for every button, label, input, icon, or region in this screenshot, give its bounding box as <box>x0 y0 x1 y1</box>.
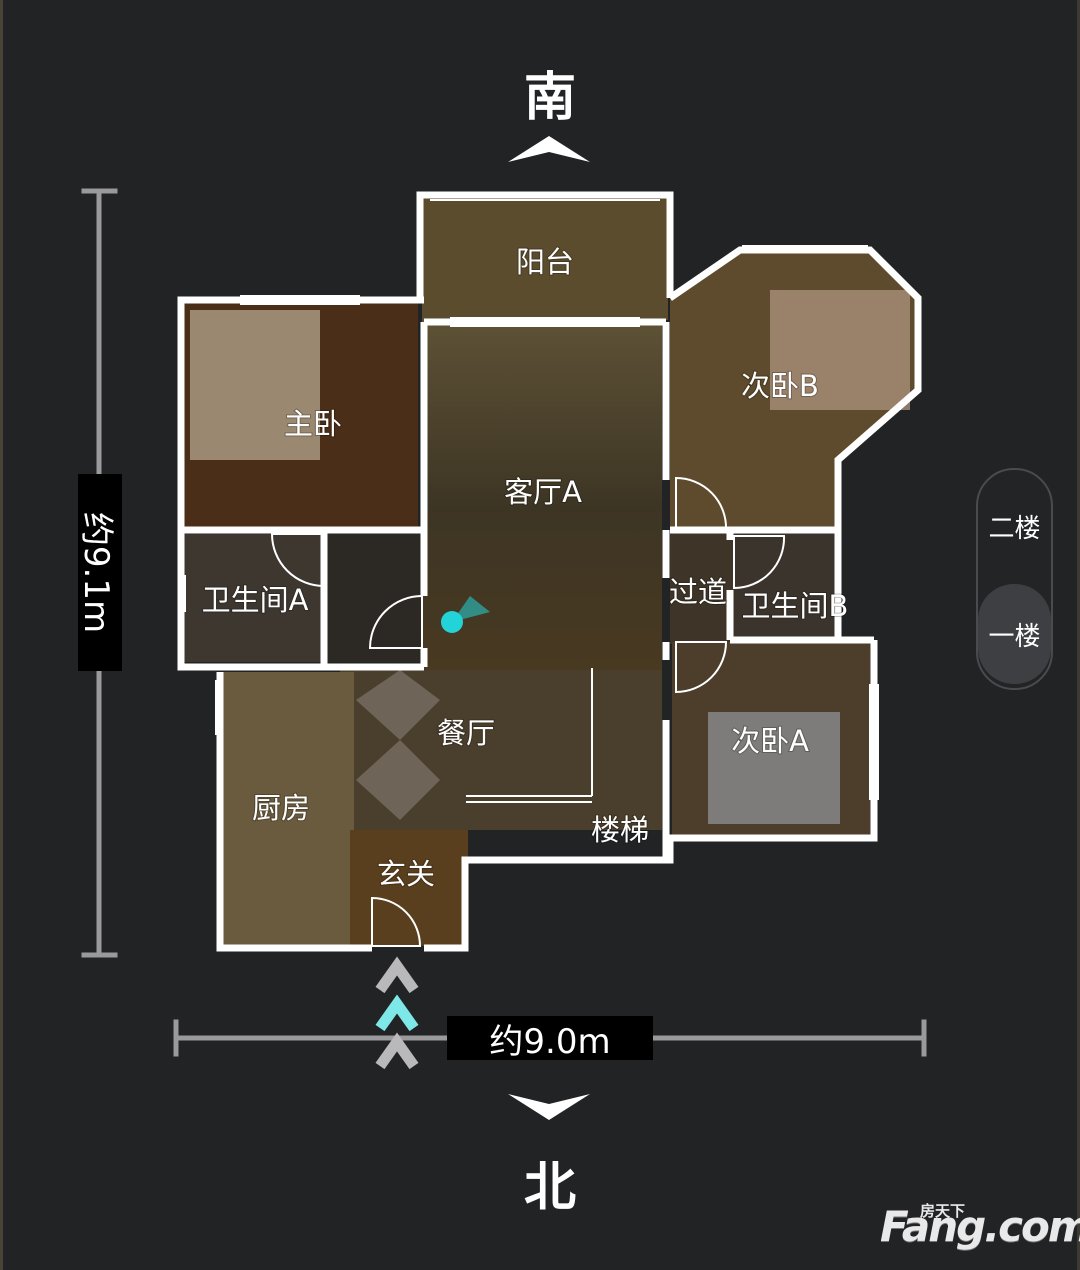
room-label-secondary-bedroom-a[interactable]: 次卧A <box>730 723 810 759</box>
fang-logo: Fang.com 房天下 <box>880 1200 1080 1260</box>
room-label-bathroom-b[interactable]: 卫生间B <box>741 588 850 624</box>
watermark-small: 房天下 <box>920 1202 966 1220</box>
bedroom-b-bed <box>770 290 910 410</box>
room-fills <box>184 198 918 946</box>
watermark-main: Fang.com <box>880 1202 1080 1251</box>
room-label-kitchen[interactable]: 厨房 <box>251 790 311 826</box>
room-label-dining-room[interactable]: 餐厅 <box>436 715 496 751</box>
height-dimension-badge: 约9.1m <box>77 474 122 671</box>
hallway-floor <box>670 532 732 644</box>
frame-edge-left <box>0 0 3 1270</box>
compass-north-label: 北 <box>523 1158 576 1218</box>
north-arrow-icon[interactable] <box>508 1092 590 1122</box>
floor-switcher: 二楼 一楼 <box>976 468 1053 690</box>
door-swings <box>270 476 786 947</box>
entrance-floor <box>350 830 468 946</box>
frame-edge-right <box>1077 0 1080 1270</box>
entry-chevrons-icon[interactable] <box>375 956 419 1070</box>
bedroom-a-bed <box>708 712 840 824</box>
south-arrow-icon[interactable] <box>508 134 590 164</box>
compass-south-label: 南 <box>523 68 576 128</box>
room-label-living-room-a[interactable]: 客厅A <box>503 474 583 510</box>
location-marker-icon[interactable] <box>441 596 490 633</box>
room-label-secondary-bedroom-b[interactable]: 次卧B <box>740 368 820 404</box>
master-bed <box>190 310 320 460</box>
room-label-stairs[interactable]: 楼梯 <box>590 812 650 848</box>
room-label-bathroom-a[interactable]: 卫生间A <box>201 582 310 618</box>
windows <box>184 199 879 803</box>
bathroom-a-floor <box>184 534 324 662</box>
living-room-floor <box>422 318 662 698</box>
kitchen-floor <box>222 672 354 946</box>
room-label-master-bedroom[interactable]: 主卧 <box>283 406 343 442</box>
dining-tile-2 <box>356 740 440 820</box>
room-label-entrance[interactable]: 玄关 <box>376 856 436 892</box>
floor-button-first[interactable]: 一楼 <box>978 584 1051 684</box>
width-dimension-label: 约9.0m <box>447 1016 653 1062</box>
balcony-floor <box>422 198 668 320</box>
walls <box>177 191 922 952</box>
floor-button-second[interactable]: 二楼 <box>988 513 1041 544</box>
room-label-balcony[interactable]: 阳台 <box>515 244 575 280</box>
room-label-hallway[interactable]: 过道 <box>668 574 728 610</box>
dining-tile-1 <box>356 670 440 740</box>
